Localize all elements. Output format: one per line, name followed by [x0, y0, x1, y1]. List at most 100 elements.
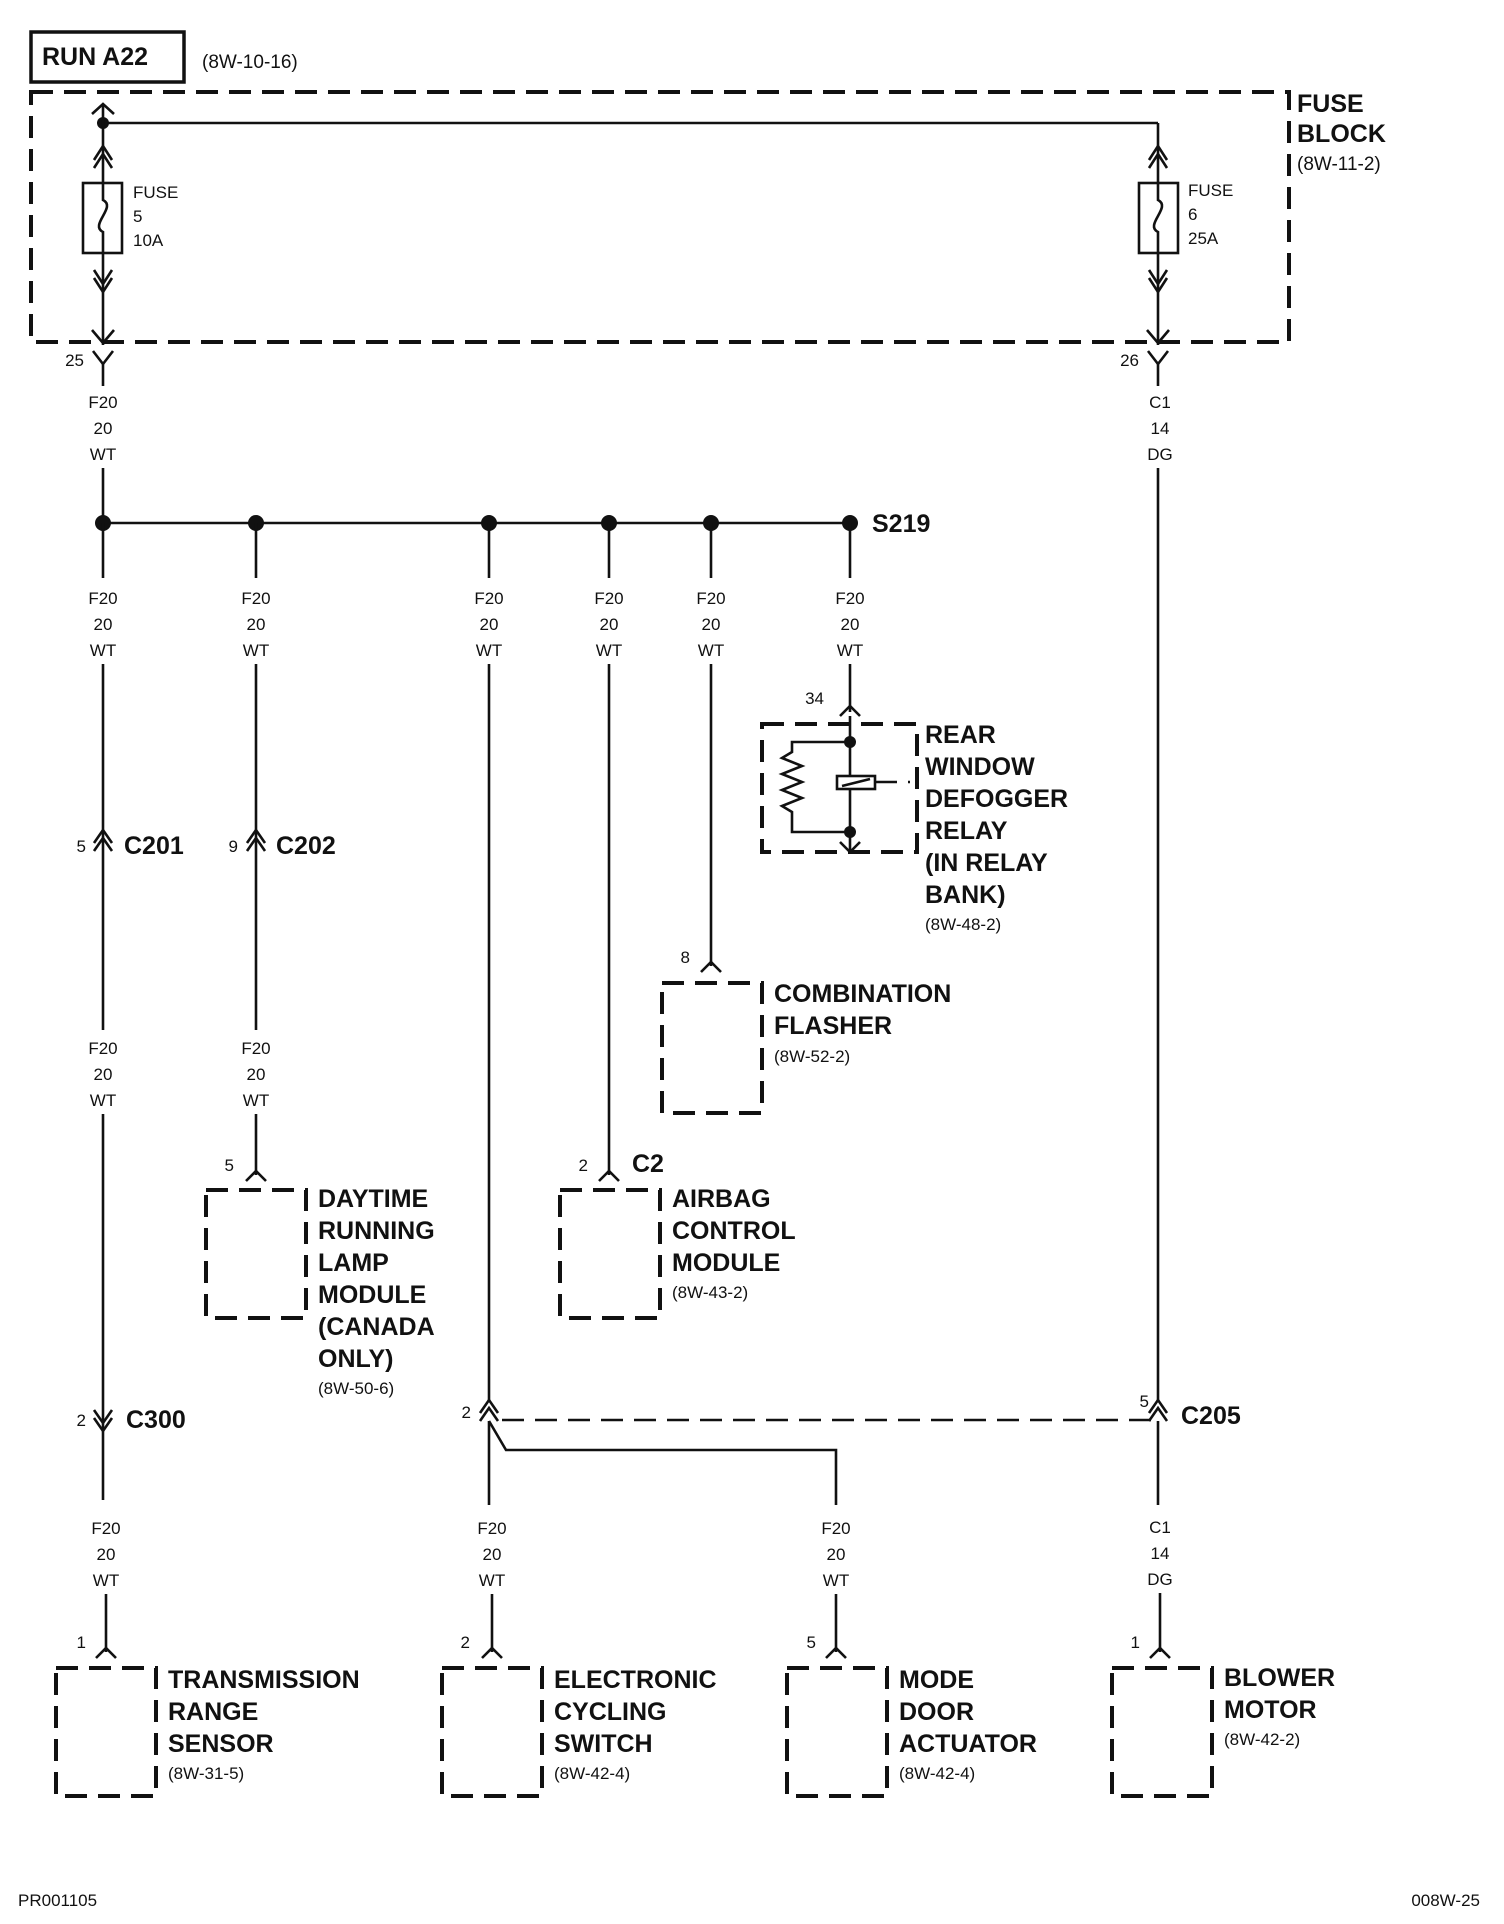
- circuit-ref: (8W-10-16): [202, 52, 298, 73]
- c205-pin-label: 5: [1140, 1392, 1149, 1411]
- relay-name-5: (IN RELAY: [925, 849, 1048, 877]
- wire-label-color: WT: [243, 1091, 269, 1110]
- branch-6-wire: F20 20 WT: [835, 523, 865, 660]
- wire-label-gauge: 14: [1151, 1544, 1170, 1563]
- mda-pin-connector: [825, 1646, 847, 1659]
- svg-text:F20: F20: [594, 589, 623, 608]
- c300-connector: [92, 1409, 114, 1434]
- relay-outline: [760, 722, 919, 854]
- fuse-5-label-3: 10A: [133, 231, 164, 250]
- mda-name-2: DOOR: [899, 1698, 974, 1726]
- mda-feed-wire: [487, 1420, 838, 1505]
- svg-text:WT: WT: [476, 641, 502, 660]
- svg-text:F20: F20: [474, 589, 503, 608]
- wire-label-color: WT: [90, 445, 116, 464]
- fuse-block-name-1: FUSE: [1297, 90, 1364, 118]
- blower-ref: (8W-42-2): [1224, 1730, 1300, 1749]
- svg-text:20: 20: [94, 615, 113, 634]
- trs-name-1: TRANSMISSION: [168, 1666, 360, 1694]
- svg-text:WT: WT: [596, 641, 622, 660]
- ecs-name-1: ELECTRONIC: [554, 1666, 717, 1694]
- mda-pin-label: 5: [807, 1633, 816, 1652]
- drl-outline: [204, 1188, 308, 1320]
- trs-ref: (8W-31-5): [168, 1764, 244, 1783]
- wire-label-c1: C1: [1149, 393, 1171, 412]
- flasher-ref: (8W-52-2): [774, 1047, 850, 1066]
- wire-label-gauge: 14: [1151, 419, 1170, 438]
- trs-name-3: SENSOR: [168, 1730, 274, 1758]
- circuit-box: [29, 30, 186, 84]
- blower-pin-label: 1: [1131, 1633, 1140, 1652]
- wire-label-f20: F20: [91, 1519, 120, 1538]
- ecs-pin-label: 2: [461, 1633, 470, 1652]
- fuse-6-label-3: 25A: [1188, 229, 1219, 248]
- airbag-ref: (8W-43-2): [672, 1283, 748, 1302]
- flasher-name-2: FLASHER: [774, 1012, 892, 1040]
- drl-name-1: DAYTIME: [318, 1185, 428, 1213]
- svg-text:20: 20: [480, 615, 499, 634]
- airbag-pin-label: 2: [579, 1156, 588, 1175]
- c205-connector: [1147, 1397, 1169, 1422]
- wire-label-gauge: 20: [247, 1065, 266, 1084]
- splice-2-connector: [478, 1397, 500, 1422]
- airbag-name-2: CONTROL: [672, 1217, 796, 1245]
- airbag-name-3: MODULE: [672, 1249, 780, 1277]
- svg-text:WT: WT: [837, 641, 863, 660]
- svg-text:F20: F20: [88, 589, 117, 608]
- drl-ref: (8W-50-6): [318, 1379, 394, 1398]
- wire-label-f20: F20: [477, 1519, 506, 1538]
- trs-name-2: RANGE: [168, 1698, 258, 1726]
- pin-25-connector: [91, 350, 115, 367]
- wire-label-color: WT: [479, 1571, 505, 1590]
- wire-label-color: WT: [93, 1571, 119, 1590]
- mda-name-3: ACTUATOR: [899, 1730, 1037, 1758]
- svg-text:F20: F20: [835, 589, 864, 608]
- wire-label-f20: F20: [821, 1519, 850, 1538]
- wire-label-color: DG: [1147, 1570, 1173, 1589]
- c201-label: C201: [124, 832, 184, 860]
- branch-1-wire: F20 20 WT: [88, 523, 118, 660]
- fuse-5: [81, 102, 124, 346]
- svg-text:WT: WT: [243, 641, 269, 660]
- blower-pin-connector: [1149, 1646, 1171, 1659]
- footer-right-id: 008W-25: [1411, 1891, 1480, 1910]
- flasher-pin-label: 8: [681, 948, 690, 967]
- fuse-6-label-2: 6: [1188, 205, 1197, 224]
- blower-name-1: BLOWER: [1224, 1664, 1335, 1692]
- blower-outline: [1110, 1666, 1214, 1798]
- wire-label-gauge: 20: [94, 1065, 113, 1084]
- fuse-6: [1137, 140, 1180, 346]
- ecs-name-3: SWITCH: [554, 1730, 653, 1758]
- blower-name-2: MOTOR: [1224, 1696, 1317, 1724]
- wire-label-c1: C1: [1149, 1518, 1171, 1537]
- svg-text:F20: F20: [241, 589, 270, 608]
- drl-name-6: ONLY): [318, 1345, 393, 1373]
- branch-5-wire: F20 20 WT: [696, 523, 726, 660]
- c300-label: C300: [126, 1406, 186, 1434]
- ecs-ref: (8W-42-4): [554, 1764, 630, 1783]
- c205-label: C205: [1181, 1402, 1241, 1430]
- trs-pin-connector: [95, 1646, 117, 1659]
- branch-4-wire: F20 20 WT: [594, 523, 624, 660]
- fuse-6-label-1: FUSE: [1188, 181, 1233, 200]
- svg-text:20: 20: [247, 615, 266, 634]
- wire-label-color: WT: [823, 1571, 849, 1590]
- pin-26-label: 26: [1120, 351, 1139, 370]
- drl-name-3: LAMP: [318, 1249, 389, 1277]
- relay-pin-connector: [839, 704, 861, 717]
- ecs-outline: [440, 1666, 544, 1798]
- wire-label-gauge: 20: [97, 1545, 116, 1564]
- trs-outline: [54, 1666, 158, 1798]
- wire-label-color: DG: [1147, 445, 1173, 464]
- wire-label-f20: F20: [88, 1039, 117, 1058]
- fuse-block-outline: [29, 90, 1291, 344]
- relay-ref: (8W-48-2): [925, 915, 1001, 934]
- relay-name-4: RELAY: [925, 817, 1008, 845]
- relay-name-1: REAR: [925, 721, 996, 749]
- relay-pin-label: 34: [805, 689, 824, 708]
- fuse-block-ref: (8W-11-2): [1297, 154, 1381, 175]
- mda-ref: (8W-42-4): [899, 1764, 975, 1783]
- fuse-5-label-1: FUSE: [133, 183, 178, 202]
- c201-connector: [92, 827, 114, 852]
- pin-25-label: 25: [65, 351, 84, 370]
